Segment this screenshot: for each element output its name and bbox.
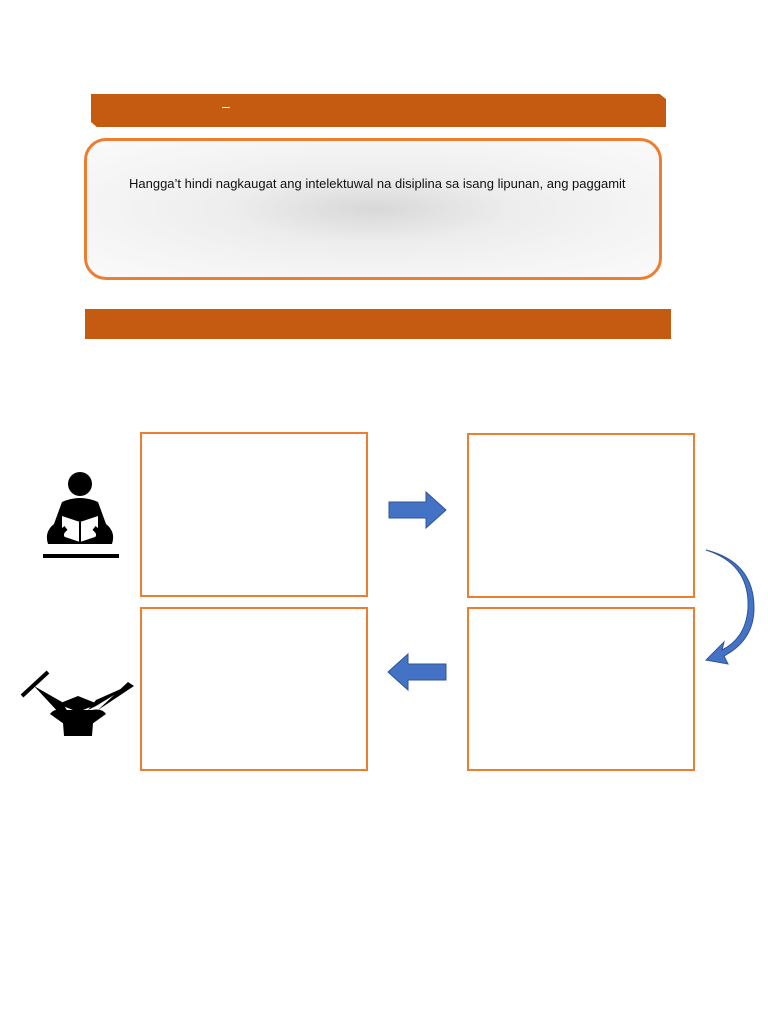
diagram-box-2 (467, 433, 695, 598)
reading-person-icon (43, 472, 119, 558)
arrow-right-icon (388, 490, 447, 530)
curved-arrow-down-icon (704, 549, 755, 665)
header-dash: – (222, 98, 230, 114)
diagram-box-1 (140, 432, 368, 597)
header-banner (91, 94, 666, 127)
arrow-left-icon (387, 652, 447, 692)
section-banner (85, 309, 671, 339)
text-panel (84, 138, 662, 280)
panel-text: Hangga’t hindi nagkaugat ang intelektuwa… (129, 176, 626, 191)
diagram-box-4 (467, 607, 695, 771)
diagram-box-3 (140, 607, 368, 771)
graduate-celebrating-icon (20, 670, 134, 736)
